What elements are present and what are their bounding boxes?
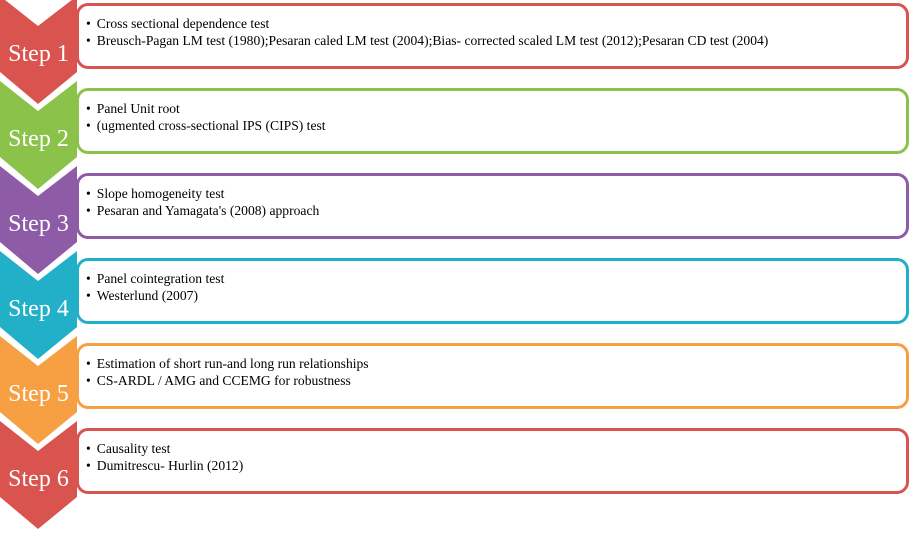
- step-row: Estimation of short run-and long run rel…: [0, 336, 913, 444]
- step-label: Step 4: [8, 295, 69, 322]
- bullet-list: Panel cointegration testWesterlund (2007…: [86, 270, 906, 304]
- step-content-box: Estimation of short run-and long run rel…: [76, 343, 909, 409]
- bullet-item: Panel Unit root: [86, 100, 906, 117]
- step-label: Step 5: [8, 380, 69, 407]
- bullet-item: Dumitrescu- Hurlin (2012): [86, 457, 906, 474]
- bullet-list: Slope homogeneity testPesaran and Yamaga…: [86, 185, 906, 219]
- step-chevron: [0, 166, 77, 274]
- chevron-shape: [0, 166, 77, 274]
- step-row: Panel Unit root(ugmented cross-sectional…: [0, 81, 913, 189]
- step-chevron: [0, 336, 77, 444]
- step-label: Step 1: [8, 40, 69, 67]
- step-content-box: Slope homogeneity testPesaran and Yamaga…: [76, 173, 909, 239]
- step-row: Slope homogeneity testPesaran and Yamaga…: [0, 166, 913, 274]
- bullet-list: Causality testDumitrescu- Hurlin (2012): [86, 440, 906, 474]
- step-chevron: [0, 0, 77, 104]
- bullet-item: Westerlund (2007): [86, 287, 906, 304]
- bullet-item: (ugmented cross-sectional IPS (CIPS) tes…: [86, 117, 906, 134]
- step-row: Causality testDumitrescu- Hurlin (2012) S…: [0, 421, 913, 529]
- chevron-shape: [0, 81, 77, 189]
- chevron-shape: [0, 421, 77, 529]
- bullet-item: Panel cointegration test: [86, 270, 906, 287]
- step-row: Panel cointegration testWesterlund (2007…: [0, 251, 913, 359]
- step-row: Cross sectional dependence testBreusch-P…: [0, 0, 913, 104]
- step-chevron: [0, 81, 77, 189]
- bullet-item: Breusch-Pagan LM test (1980);Pesaran cal…: [86, 32, 906, 49]
- bullet-item: Pesaran and Yamagata's (2008) approach: [86, 202, 906, 219]
- step-label: Step 2: [8, 125, 69, 152]
- bullet-item: Causality test: [86, 440, 906, 457]
- chevron-shape: [0, 336, 77, 444]
- step-content-box: Panel cointegration testWesterlund (2007…: [76, 258, 909, 324]
- chevron-shape: [0, 251, 77, 359]
- step-content-box: Panel Unit root(ugmented cross-sectional…: [76, 88, 909, 154]
- step-label: Step 3: [8, 210, 69, 237]
- bullet-item: Cross sectional dependence test: [86, 15, 906, 32]
- bullet-item: Slope homogeneity test: [86, 185, 906, 202]
- bullet-list: Cross sectional dependence testBreusch-P…: [86, 15, 906, 49]
- step-content-box: Causality testDumitrescu- Hurlin (2012): [76, 428, 909, 494]
- step-content-box: Cross sectional dependence testBreusch-P…: [76, 3, 909, 69]
- bullet-item: Estimation of short run-and long run rel…: [86, 355, 906, 372]
- step-label: Step 6: [8, 465, 69, 492]
- step-chevron: [0, 251, 77, 359]
- bullet-list: Panel Unit root(ugmented cross-sectional…: [86, 100, 906, 134]
- chevron-shape: [0, 0, 77, 104]
- bullet-item: CS-ARDL / AMG and CCEMG for robustness: [86, 372, 906, 389]
- bullet-list: Estimation of short run-and long run rel…: [86, 355, 906, 389]
- step-chevron: [0, 421, 77, 529]
